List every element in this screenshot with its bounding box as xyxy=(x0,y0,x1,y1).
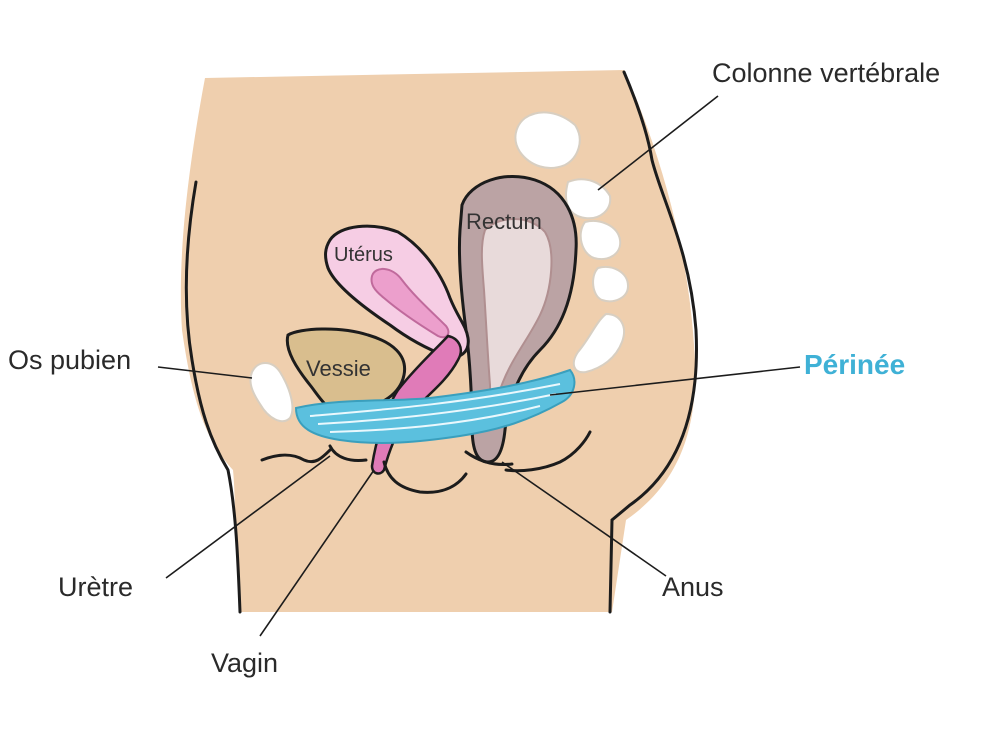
callout-uretre xyxy=(165,455,331,579)
callout-os-pubien xyxy=(157,366,253,379)
callout-vagin xyxy=(259,469,375,637)
callout-colonne xyxy=(597,95,719,191)
spine xyxy=(514,111,630,374)
lower-outlines xyxy=(260,430,592,494)
vertebra xyxy=(592,266,630,303)
label-os-pubien: Os pubien xyxy=(8,345,132,375)
label-colonne-vertebrale: Colonne vertébrale xyxy=(712,58,941,88)
label-rectum: Rectum xyxy=(466,209,542,234)
callout-anus xyxy=(501,461,667,577)
perineum-band xyxy=(294,368,576,444)
pubic-bone xyxy=(249,362,294,423)
label-uretre: Urètre xyxy=(58,572,134,602)
vertebra xyxy=(579,220,622,260)
perineum-fibers xyxy=(309,383,561,433)
label-perinee: Périnée xyxy=(804,349,906,380)
label-uterus: Utérus xyxy=(334,244,393,266)
vertebra xyxy=(514,111,581,169)
back-outline xyxy=(608,70,698,614)
front-outline xyxy=(184,180,242,614)
callout-lines xyxy=(157,95,801,637)
label-vagin: Vagin xyxy=(211,648,279,678)
label-anus: Anus xyxy=(662,572,724,602)
callout-perinee xyxy=(549,366,801,396)
vertebra xyxy=(572,312,625,374)
label-vessie: Vessie xyxy=(306,356,371,381)
rectum-inner xyxy=(480,218,553,400)
